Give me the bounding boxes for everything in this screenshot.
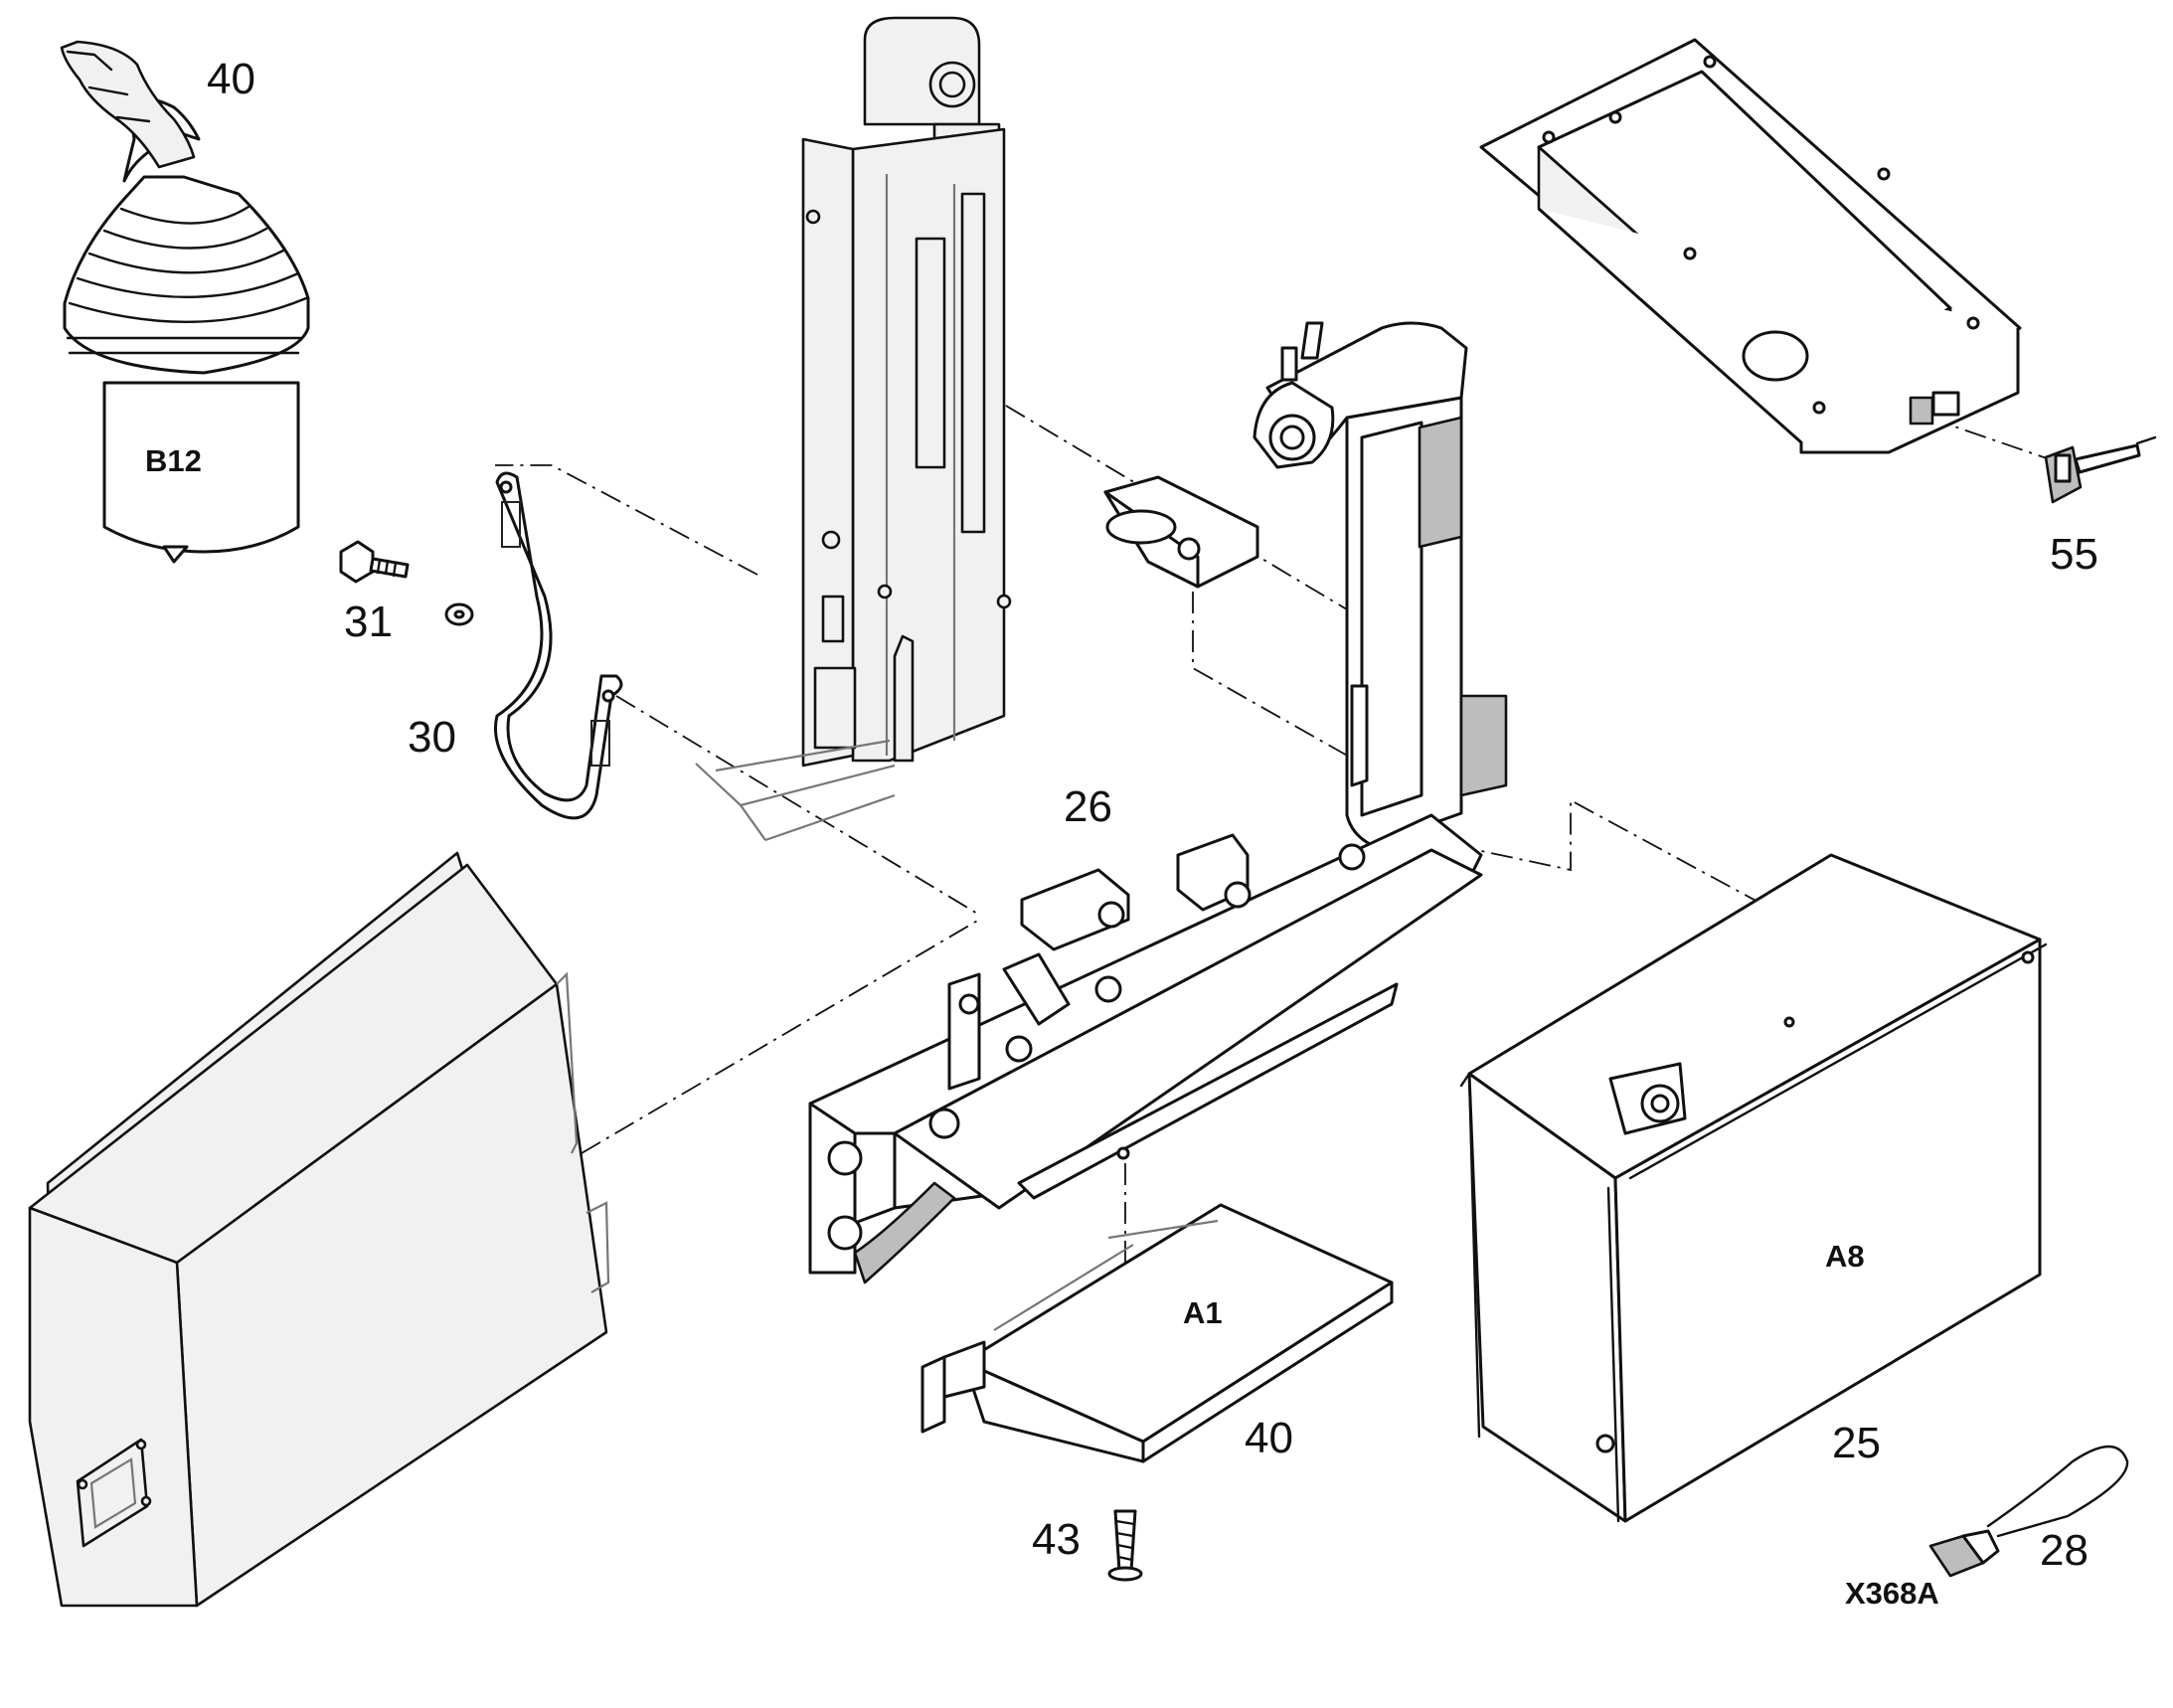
- callout-28: 28: [2040, 1526, 2089, 1575]
- module-a1: [920, 1203, 1394, 1463]
- callout-40-tray: 40: [1245, 1414, 1293, 1462]
- side-cover: [28, 851, 610, 1608]
- ref-x368a: X368A: [1845, 1576, 1939, 1611]
- ref-b12: B12: [145, 443, 202, 478]
- callout-25: 25: [1832, 1419, 1881, 1467]
- mounting-frame-26: [808, 321, 1508, 1284]
- strap: [494, 471, 623, 820]
- callout-30: 30: [408, 713, 456, 762]
- callout-40-joystick: 40: [207, 55, 255, 103]
- callout-31: 31: [344, 598, 393, 646]
- toggle-switch: [2044, 435, 2157, 504]
- control-box-a8: [1459, 853, 2048, 1523]
- callout-43: 43: [1032, 1515, 1081, 1564]
- connector-x368a: [1928, 1445, 2129, 1578]
- screw-43: [1107, 1509, 1143, 1582]
- washer-31: [444, 602, 474, 626]
- callout-26: 26: [1064, 782, 1112, 831]
- ref-a1: A1: [1183, 1295, 1223, 1330]
- joystick-b12: [60, 40, 310, 564]
- recessed-tray: [1479, 38, 2022, 454]
- column-post: [695, 16, 1012, 842]
- bolt-31: [339, 540, 410, 584]
- callout-55: 55: [2050, 530, 2098, 579]
- ref-a8: A8: [1825, 1239, 1865, 1274]
